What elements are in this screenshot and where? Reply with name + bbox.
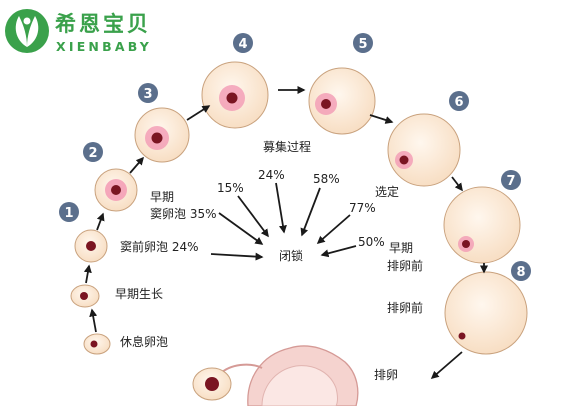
follicle-9-early-preovulatory: [443, 186, 521, 264]
step-badge-8: 8: [511, 261, 531, 281]
step-badge-7: 7: [501, 170, 521, 190]
atresia-arrow-50: [320, 245, 357, 258]
ovary-ovulation-illustration: [192, 345, 359, 406]
atresia-arrow-77: [316, 214, 351, 244]
atresia-arrow-early-antral: [218, 212, 264, 245]
atresia-arrow-58: [300, 187, 321, 237]
logo-subtitle: XIENBABY: [56, 39, 152, 54]
label-resting-follicle: 休息卵泡: [120, 334, 168, 349]
atresia-rate-77: 77%: [349, 201, 376, 215]
follicle-4-early-antral: [94, 168, 138, 212]
step-number: 8: [516, 265, 525, 280]
leaf-logo-icon: [5, 9, 49, 53]
arrow-1: [89, 308, 98, 333]
step-badge-4: 4: [233, 33, 253, 53]
logo-name: 希恩宝贝: [55, 12, 151, 36]
released-oocyte: [192, 367, 232, 401]
arrow-3: [96, 212, 105, 231]
arrow-7: [369, 114, 394, 124]
follicle-7-recruited-large: [308, 67, 376, 135]
label-early-preovulatory-line2: 排卵前: [387, 258, 423, 273]
follicle-2-early-growth: [70, 284, 100, 308]
step-badge-3: 3: [138, 83, 158, 103]
step-number: 5: [358, 37, 367, 52]
step-badges: 1 2 3 4 5 6 7 8: [59, 33, 531, 281]
step-badge-6: 6: [449, 91, 469, 111]
atresia-arrow-15: [237, 195, 269, 238]
step-badge-1: 1: [59, 202, 79, 222]
step-number: 6: [454, 95, 463, 110]
follicle-6-recruited: [201, 61, 269, 129]
follicle-10-preovulatory: [444, 271, 528, 355]
follicle-5-antral: [134, 107, 190, 163]
label-early-preovulatory-line1: 早期: [389, 241, 413, 255]
label-early-antral-line1: 早期: [150, 190, 174, 204]
arrow-5: [186, 105, 211, 121]
step-number: 1: [64, 206, 73, 221]
label-preovulatory: 排卵前: [387, 300, 423, 315]
arrow-10-ovulation: [430, 351, 463, 379]
follicle-1-resting: [83, 333, 111, 355]
atresia-arrow-24: [275, 182, 287, 234]
label-selection: 选定: [375, 184, 399, 199]
step-badge-5: 5: [353, 33, 373, 53]
label-preantral-follicle: 窦前卵泡 24%: [120, 239, 199, 254]
atresia-labels: 闭锁 15% 24% 58% 77% 50%: [217, 168, 385, 263]
arrow-2: [83, 264, 92, 284]
atresia-rate-15: 15%: [217, 181, 244, 195]
step-number: 3: [143, 87, 152, 102]
arrow-8: [451, 176, 463, 192]
follicle-8-selected: [387, 113, 461, 187]
step-number: 2: [88, 146, 97, 161]
atresia-rate-24: 24%: [258, 168, 285, 182]
label-ovulation: 排卵: [374, 368, 398, 382]
label-early-growth: 早期生长: [115, 287, 163, 301]
step-number: 7: [506, 174, 515, 189]
step-number: 4: [238, 37, 247, 52]
atresia-arrows: [210, 182, 357, 261]
label-early-antral-line2: 窦卵泡 35%: [150, 207, 217, 221]
brand-logo: 希恩宝贝 XIENBABY: [5, 9, 152, 54]
step-badge-2: 2: [83, 142, 103, 162]
follicle-3-preantral: [74, 229, 108, 263]
atresia-rate-58: 58%: [313, 172, 340, 186]
arrow-4: [129, 156, 144, 174]
stage-labels: 休息卵泡 早期生长 窦前卵泡 24% 早期 窦卵泡 35% 募集过程 选定 早期…: [115, 139, 423, 382]
atresia-arrow-preantral: [210, 252, 264, 261]
progression-arrows: [83, 86, 488, 379]
atresia-rate-50: 50%: [358, 235, 385, 249]
label-atresia: 闭锁: [279, 248, 303, 263]
label-recruitment: 募集过程: [263, 139, 311, 154]
